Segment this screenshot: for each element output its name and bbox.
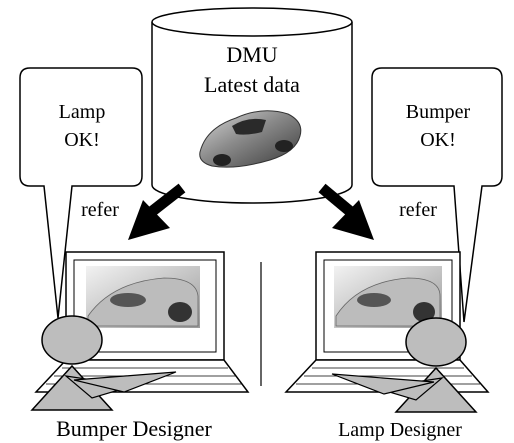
right-refer-label: refer <box>399 199 437 221</box>
left-refer-arrow <box>128 183 186 240</box>
left-bubble-line1: Lamp <box>59 101 106 123</box>
right-caption: Lamp Designer <box>338 419 462 441</box>
right-person <box>331 317 478 413</box>
right-bubble-line2: OK! <box>420 129 456 151</box>
database-subtitle: Latest data <box>204 72 300 97</box>
left-speech-bubble: Lamp OK! <box>19 67 143 319</box>
left-bubble-line2: OK! <box>64 129 100 151</box>
right-bubble-line1: Bumper <box>406 101 471 123</box>
right-refer-arrow <box>318 183 374 240</box>
left-laptop <box>34 251 250 393</box>
left-screen-car-image <box>86 266 200 328</box>
right-screen-car-image <box>334 266 442 328</box>
car-image <box>199 110 302 168</box>
right-speech-bubble: Bumper OK! <box>371 67 503 323</box>
left-refer-label: refer <box>81 199 119 221</box>
right-laptop <box>284 251 490 393</box>
dmu-database: DMU Latest data <box>151 7 353 204</box>
left-caption: Bumper Designer <box>56 416 212 441</box>
database-title: DMU <box>226 42 277 67</box>
left-person <box>30 315 177 411</box>
